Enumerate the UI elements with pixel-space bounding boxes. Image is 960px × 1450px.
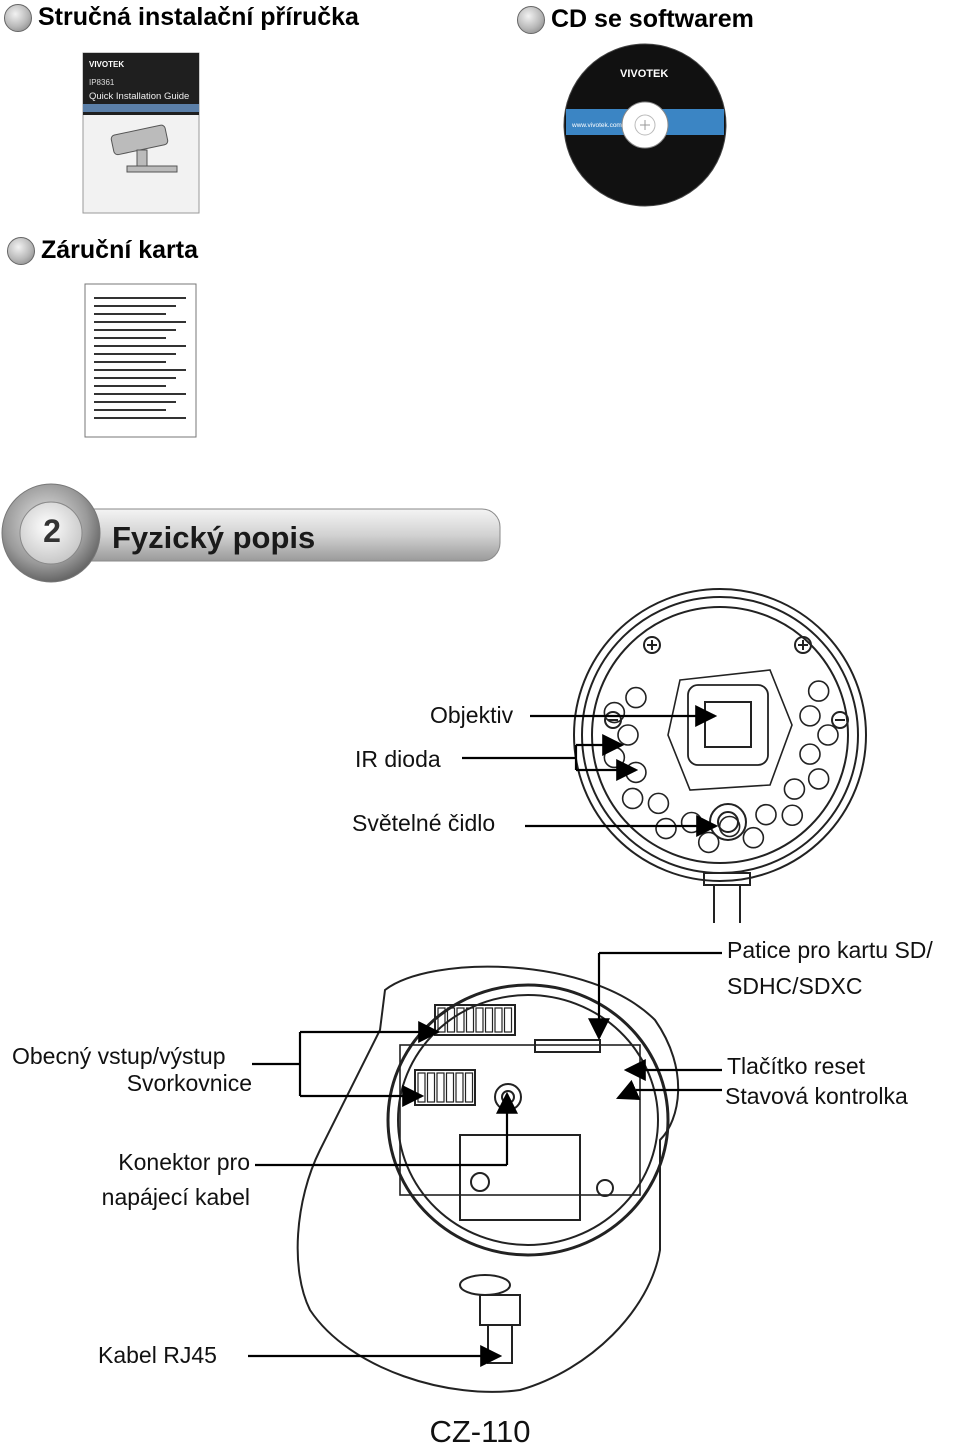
label-power-line1: Konektor pro xyxy=(118,1149,250,1175)
terminal-pin xyxy=(455,1072,464,1103)
warranty-text-line xyxy=(94,353,176,355)
quick-guide-model: IP8361 xyxy=(89,78,115,87)
ir-led-icon xyxy=(603,701,626,724)
terminal-pin xyxy=(503,1007,513,1033)
quick-guide-cover-title: Quick Installation Guide xyxy=(89,91,189,102)
ir-led-icon xyxy=(807,768,830,790)
ir-led-icon xyxy=(799,705,821,727)
warranty-text-line xyxy=(94,409,166,411)
warranty-text-line xyxy=(94,401,176,403)
ir-led-icon xyxy=(621,787,644,810)
label-status-led: Stavová kontrolka xyxy=(725,1083,908,1109)
label-sd-slot-line1: Patice pro kartu SD/ xyxy=(727,937,933,963)
warranty-text-line xyxy=(94,329,176,331)
ir-led-icon xyxy=(647,792,670,815)
label-light-sensor: Světelné čidlo xyxy=(352,810,496,836)
warranty-text-line xyxy=(94,297,186,299)
cd-brand: VIVOTEK xyxy=(620,68,668,80)
terminal-pin xyxy=(445,1072,455,1103)
label-ir-led: IR dioda xyxy=(355,746,441,772)
ir-led-icon xyxy=(783,778,806,800)
label-reset: Tlačítko reset xyxy=(727,1053,866,1079)
cd-url: www.vivotek.com xyxy=(571,122,622,129)
label-rj45: Kabel RJ45 xyxy=(98,1342,217,1368)
terminal-pin xyxy=(456,1007,465,1033)
ir-led-icon xyxy=(807,680,830,702)
quick-guide-booklet-image: VIVOTEK IP8361 Quick Installation Guide xyxy=(82,52,200,214)
label-gio-line1: Obecný vstup/výstup xyxy=(12,1043,226,1069)
section-header-graphic xyxy=(1,483,501,583)
warranty-text-line xyxy=(94,417,186,419)
label-sd-slot-line2: SDHC/SDXC xyxy=(727,973,863,999)
terminal-pin xyxy=(494,1007,503,1033)
item-quick-guide-header: Stručná instalační příručka xyxy=(4,3,359,32)
item-cd-header: CD se softwarem xyxy=(517,5,754,34)
label-gio-line2: Svorkovnice xyxy=(126,1070,252,1096)
terminal-pin xyxy=(465,1007,475,1033)
warranty-card-image xyxy=(84,283,197,438)
ir-led-icon xyxy=(799,743,821,765)
label-power-line2: napájecí kabel xyxy=(101,1184,250,1210)
terminal-pin xyxy=(437,1007,446,1033)
camera-inside-view-diagram xyxy=(296,965,680,1393)
terminal-pin xyxy=(446,1007,456,1033)
warranty-text-line xyxy=(94,393,186,395)
warranty-text-line xyxy=(94,361,166,363)
item-cd-title: CD se softwarem xyxy=(551,5,754,33)
software-cd-image: VIVOTEK www.vivotek.com xyxy=(563,43,727,207)
terminal-pin xyxy=(484,1007,494,1033)
ir-led-icon xyxy=(755,803,777,826)
item-warranty-header: Záruční karta xyxy=(7,236,198,265)
quick-guide-brand: VIVOTEK xyxy=(89,60,124,69)
ir-led-icon xyxy=(742,826,765,849)
terminal-pin xyxy=(464,1072,474,1103)
bullet-icon xyxy=(4,3,32,32)
section-number: 2 xyxy=(43,513,61,549)
warranty-text-line xyxy=(94,305,176,307)
terminal-pin xyxy=(436,1072,445,1103)
item-warranty-title: Záruční karta xyxy=(41,236,199,264)
terminal-pin xyxy=(426,1072,436,1103)
item-quick-guide-title: Stručná instalační příručka xyxy=(38,3,359,31)
warranty-text-line xyxy=(94,369,186,371)
section-title: Fyzický popis xyxy=(112,520,316,555)
terminal-pin xyxy=(475,1007,484,1033)
warranty-text-line xyxy=(94,337,166,339)
bullet-icon xyxy=(7,236,35,265)
ir-led-icon xyxy=(655,817,677,840)
ir-led-icon xyxy=(781,804,804,827)
label-lens: Objektiv xyxy=(430,702,514,728)
warranty-text-line xyxy=(94,345,186,347)
warranty-text-line xyxy=(94,385,166,387)
warranty-text-line xyxy=(94,313,166,315)
page-number: CZ-110 xyxy=(429,1414,531,1449)
warranty-text-line xyxy=(94,321,186,323)
ir-led-icon xyxy=(718,815,741,838)
warranty-text-line xyxy=(94,377,176,379)
bullet-icon xyxy=(517,5,545,34)
ir-led-icon xyxy=(817,724,839,746)
ir-led-icon xyxy=(625,686,647,709)
